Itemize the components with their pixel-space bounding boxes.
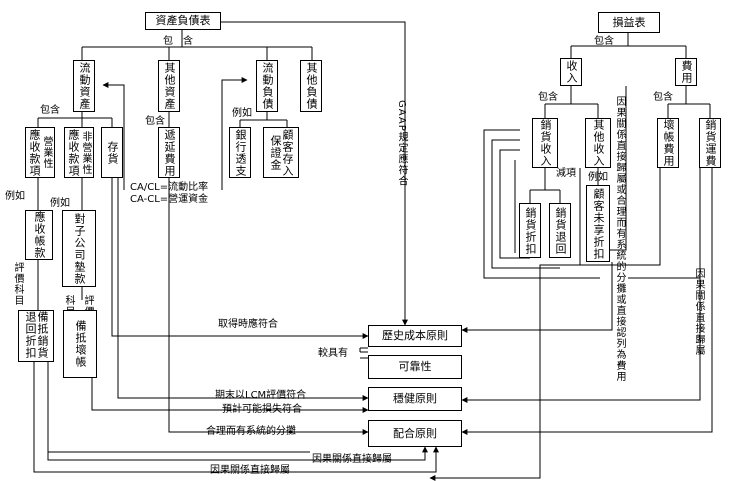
label-income-long: 因果關係直接歸屬或合理而有系統的分攤或直接認列為費用: [614, 96, 625, 382]
other-assets-node: 其他資產: [158, 60, 180, 112]
sub-advance-node: 對子公司墊款: [62, 210, 96, 287]
label-contains-other: 包含: [145, 116, 165, 127]
ar-operating-text: 應收款項: [28, 128, 41, 177]
sales-discount-node: 銷貨折扣: [519, 203, 541, 258]
label-eval-item-2a: 科目: [63, 295, 74, 317]
cust-discount-node: 顧客未享折扣: [586, 185, 610, 262]
ratio-current: CA/CL=流動比率: [130, 182, 209, 193]
label-causal-3: 因果關係直接歸屬: [693, 268, 704, 356]
ar-notes-node: 應收帳款: [25, 210, 53, 260]
label-lcm: 期末以LCM評價符合: [215, 390, 307, 401]
label-contains-income: 包含: [594, 36, 614, 47]
label-contains-exp: 包含: [653, 92, 673, 103]
customer-deposit-side: 顧客存入: [281, 128, 294, 177]
income-stmt-node: 損益表: [598, 12, 660, 33]
ar-operating-node: 應收款項 營業性: [25, 127, 55, 178]
ratio-working-capital: CA-CL=營運資金: [130, 194, 209, 205]
label-example-1: 例如: [5, 191, 25, 202]
label-causal-1: 因果關係直接歸屬: [312, 454, 392, 465]
customer-deposit-text: 保證金: [269, 134, 282, 171]
label-example-4: 例如: [588, 172, 608, 183]
matching-node: 配合原則: [368, 420, 462, 447]
ar-operating-side: 營業性: [41, 136, 52, 169]
reliability-node: 可靠性: [368, 355, 462, 379]
bank-overdraft-node: 銀行透支: [229, 127, 251, 178]
label-contains-rev: 包含: [538, 92, 558, 103]
label-eval-item-1: 評價科目: [12, 262, 23, 306]
shipping-exp-node: 銷貨運費: [699, 118, 721, 168]
other-liab-node: 其他負債: [300, 60, 322, 112]
label-example-2: 例如: [50, 198, 70, 209]
label-acquire: 取得時應符合: [218, 319, 278, 330]
customer-deposit-node: 保證金 顧客存入: [263, 127, 299, 178]
sales-return-node: 銷貨退回: [549, 203, 571, 258]
revenue-node: 收入: [560, 58, 582, 86]
current-liab-node: 流動負債: [256, 60, 278, 112]
ar-nonop-text: 應收款項: [67, 128, 80, 177]
allowance-bad-node: 備抵壞帳: [63, 310, 97, 378]
hist-cost-node: 歷史成本原則: [368, 325, 462, 347]
ar-nonop-node: 應收款項 非營業性: [64, 127, 94, 178]
label-gaap: GAAP規定應符合: [396, 100, 407, 187]
label-loss: 預計可能損失符合: [222, 404, 302, 415]
label-systematic: 合理而有系統的分攤: [206, 426, 296, 437]
label-causal-2: 因果關係直接歸屬: [210, 465, 290, 476]
sales-revenue-node: 銷貨收入: [532, 118, 558, 168]
label-contains-left: 包含: [40, 105, 60, 116]
ar-nonop-side: 非營業性: [80, 130, 91, 175]
deferred-exp-node: 遞延費用: [158, 127, 180, 178]
inventory-node: 存貨: [101, 127, 123, 178]
label-more-than: 較具有: [318, 348, 348, 359]
label-contains: 包 含: [163, 36, 193, 47]
conservatism-node: 穩健原則: [368, 387, 462, 411]
allowance-returns-node: 備抵銷貨退回折扣: [18, 310, 54, 362]
bad-debt-exp-node: 壞帳費用: [657, 118, 679, 168]
other-revenue-node: 其他收入: [585, 118, 611, 168]
current-assets-node: 流動資產: [73, 60, 95, 112]
expense-node: 費用: [675, 58, 697, 86]
label-example-liab: 例如: [232, 108, 252, 119]
label-eval-item-2b: 評價: [82, 295, 93, 317]
balance-sheet-node: 資產負債表: [145, 12, 221, 30]
label-reduce: 減項: [556, 168, 576, 179]
